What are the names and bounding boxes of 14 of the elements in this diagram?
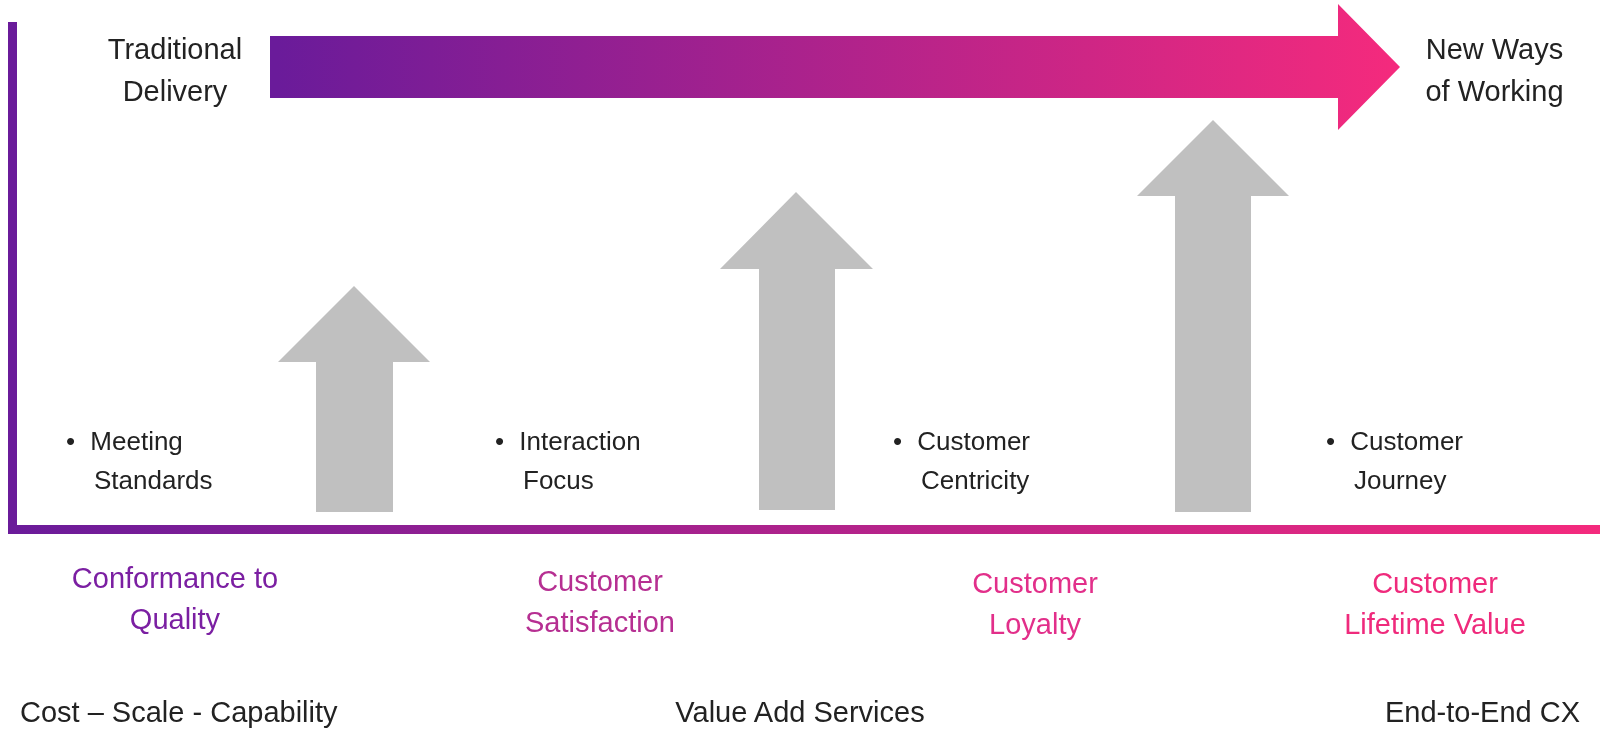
progress-arrow bbox=[270, 4, 1400, 130]
category-label: End-to-End CX bbox=[1383, 695, 1580, 730]
stage-label: Conformance to Quality bbox=[70, 561, 280, 637]
bullet-item: • Customer Centricity bbox=[893, 425, 1032, 497]
bullet-item: • Meeting Standards bbox=[66, 425, 214, 497]
stage-label: Customer Lifetime Value bbox=[1343, 566, 1527, 642]
bullet-item: • Interaction Focus bbox=[495, 425, 642, 497]
stage-heading: Traditional Delivery bbox=[90, 28, 260, 113]
stage-label: Customer Satisfaction bbox=[524, 564, 676, 640]
stage-label: Customer Loyalty bbox=[971, 566, 1099, 642]
stage-heading: New Ways of Working bbox=[1412, 28, 1577, 113]
category-label: Cost – Scale - Capability bbox=[20, 695, 339, 730]
bullet-item: • Customer Journey bbox=[1326, 425, 1465, 497]
category-label: Value Add Services bbox=[674, 695, 926, 730]
